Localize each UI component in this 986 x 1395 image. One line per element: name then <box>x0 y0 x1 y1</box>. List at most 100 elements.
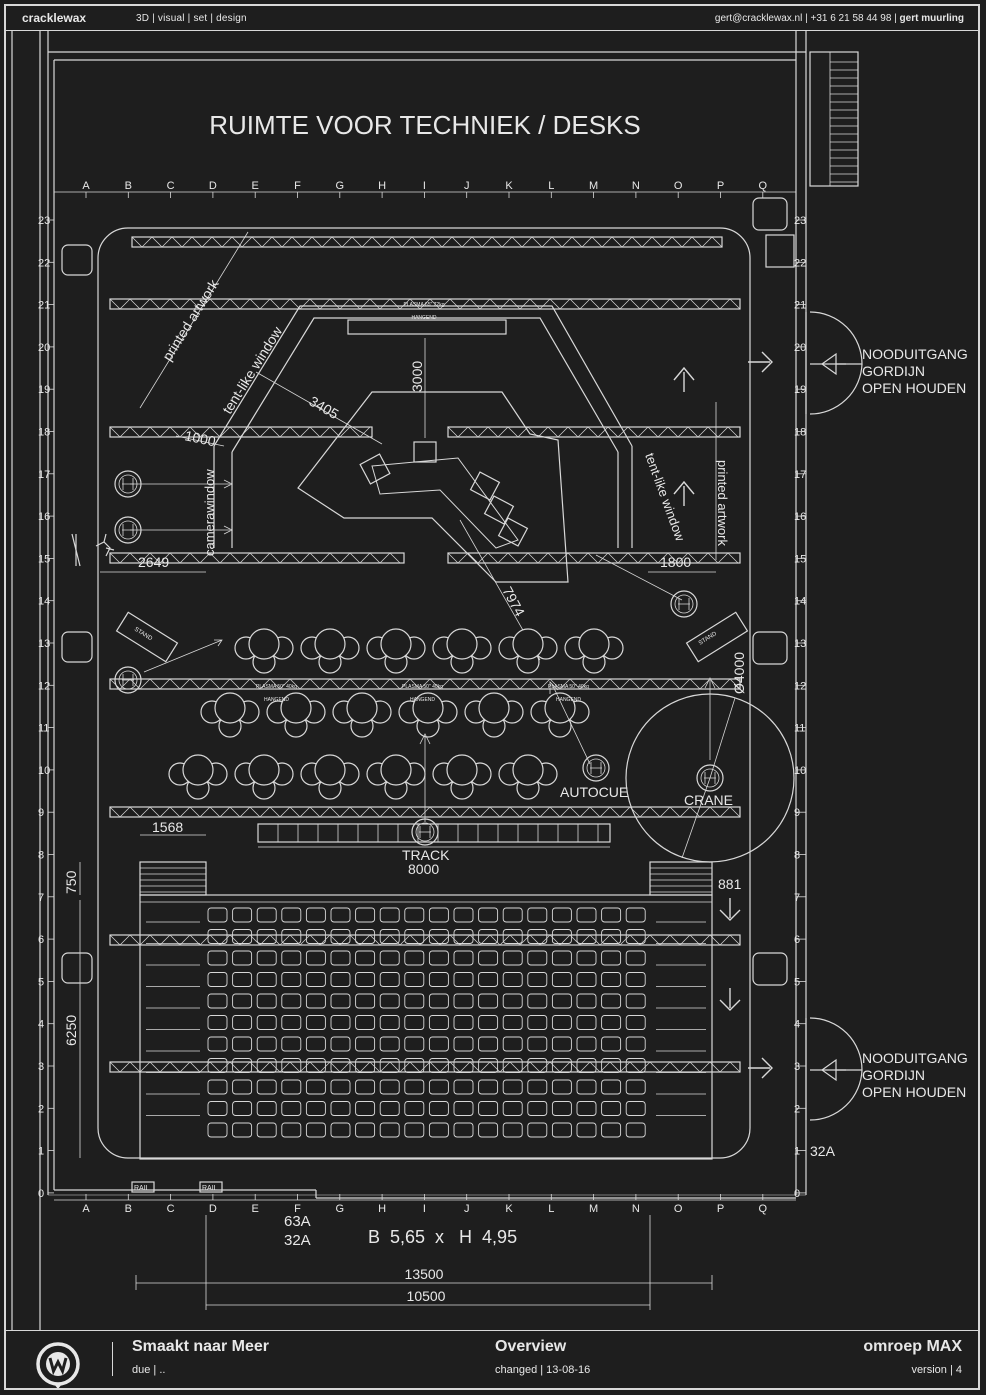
seat <box>355 1036 376 1052</box>
seat <box>527 907 548 923</box>
seat <box>625 929 646 944</box>
seat <box>256 972 277 987</box>
camera-icon <box>582 754 610 782</box>
row-label: 6 <box>38 934 44 946</box>
pillars <box>61 197 795 986</box>
seat <box>478 907 499 923</box>
row-label: 14 <box>794 596 806 608</box>
table-with-chairs <box>332 692 392 738</box>
column-label: C <box>167 1203 175 1215</box>
seat <box>527 972 548 987</box>
seat <box>453 1079 474 1095</box>
seat <box>478 1015 499 1030</box>
seat <box>625 972 646 987</box>
row-label: 12 <box>38 680 50 692</box>
row-label: 21 <box>794 300 806 312</box>
column-label: L <box>548 180 554 192</box>
table-with-chairs <box>366 628 426 674</box>
seat <box>355 972 376 987</box>
plasma-label-mid: PLASMA 50" 40kg <box>402 684 443 690</box>
seat <box>502 972 523 987</box>
dim-1800: 1800 <box>660 554 691 570</box>
row-label: 11 <box>794 723 805 735</box>
autocue-label: AUTOCUE <box>560 784 628 800</box>
hangend-label-right: HANGEND <box>556 697 581 703</box>
row-label: 13 <box>38 638 50 650</box>
seat <box>330 1122 351 1138</box>
seat <box>330 1015 351 1030</box>
column-label: M <box>589 180 598 192</box>
row-label: 20 <box>38 342 50 354</box>
seat <box>576 993 597 1009</box>
seat <box>281 1036 302 1052</box>
row-label: 17 <box>38 469 50 481</box>
stage-outline <box>97 227 751 1159</box>
column-label: M <box>589 1203 598 1215</box>
building-walls <box>11 30 807 1330</box>
seat <box>330 929 351 944</box>
seat <box>281 1079 302 1095</box>
seat <box>207 1036 228 1052</box>
seat <box>305 1079 326 1095</box>
audience-tribune <box>139 861 713 1160</box>
column-label: C <box>167 180 175 192</box>
seat <box>551 950 572 966</box>
seat <box>453 1122 474 1138</box>
seat <box>207 950 228 966</box>
row-label: 21 <box>38 300 50 312</box>
row-label: 7 <box>38 892 44 904</box>
project-name: Smaakt naar Meer <box>132 1338 269 1355</box>
table-with-chairs <box>530 692 590 738</box>
seat <box>502 993 523 1009</box>
seat <box>502 1058 523 1073</box>
row-label: 0 <box>38 1188 44 1200</box>
column-label: Q <box>759 1203 768 1215</box>
table-with-chairs <box>564 628 624 674</box>
seat <box>428 1122 449 1138</box>
seat <box>232 972 253 987</box>
seat <box>330 1079 351 1095</box>
seat <box>379 950 400 966</box>
dim-13500: 13500 <box>405 1266 444 1282</box>
row-label: 3 <box>38 1061 44 1073</box>
seat <box>355 950 376 966</box>
svg-text:OPEN HOUDEN: OPEN HOUDEN <box>862 1084 966 1100</box>
seat <box>601 929 622 944</box>
column-label: P <box>717 180 724 192</box>
seat <box>502 1079 523 1095</box>
seat <box>601 1101 622 1116</box>
crane-label: CRANE <box>684 792 733 808</box>
seat <box>232 950 253 966</box>
column-label: E <box>252 180 259 192</box>
row-label: 15 <box>38 553 50 565</box>
table-with-chairs <box>464 692 524 738</box>
seat <box>625 907 646 923</box>
seat <box>232 929 253 944</box>
row-label: 9 <box>794 807 800 819</box>
audience-tables <box>168 628 624 800</box>
printed-artwork-right: printed artwork <box>715 460 730 546</box>
seat <box>232 1015 253 1030</box>
column-label: N <box>632 1203 640 1215</box>
seat <box>428 1015 449 1030</box>
seat <box>428 993 449 1009</box>
seat <box>256 993 277 1009</box>
seat <box>625 950 646 966</box>
seat <box>281 972 302 987</box>
svg-text:STAND: STAND <box>698 631 719 647</box>
seat <box>576 1122 597 1138</box>
table-with-chairs <box>168 754 228 800</box>
seat <box>305 972 326 987</box>
seat <box>379 1036 400 1052</box>
footer-divider <box>6 1330 978 1331</box>
seat <box>281 1101 302 1116</box>
seat <box>379 972 400 987</box>
emergency-exit-top <box>805 311 863 415</box>
row-label: 9 <box>38 807 44 819</box>
seat <box>281 1015 302 1030</box>
seat <box>428 972 449 987</box>
row-label: 11 <box>38 723 49 735</box>
row-label: 7 <box>794 892 800 904</box>
